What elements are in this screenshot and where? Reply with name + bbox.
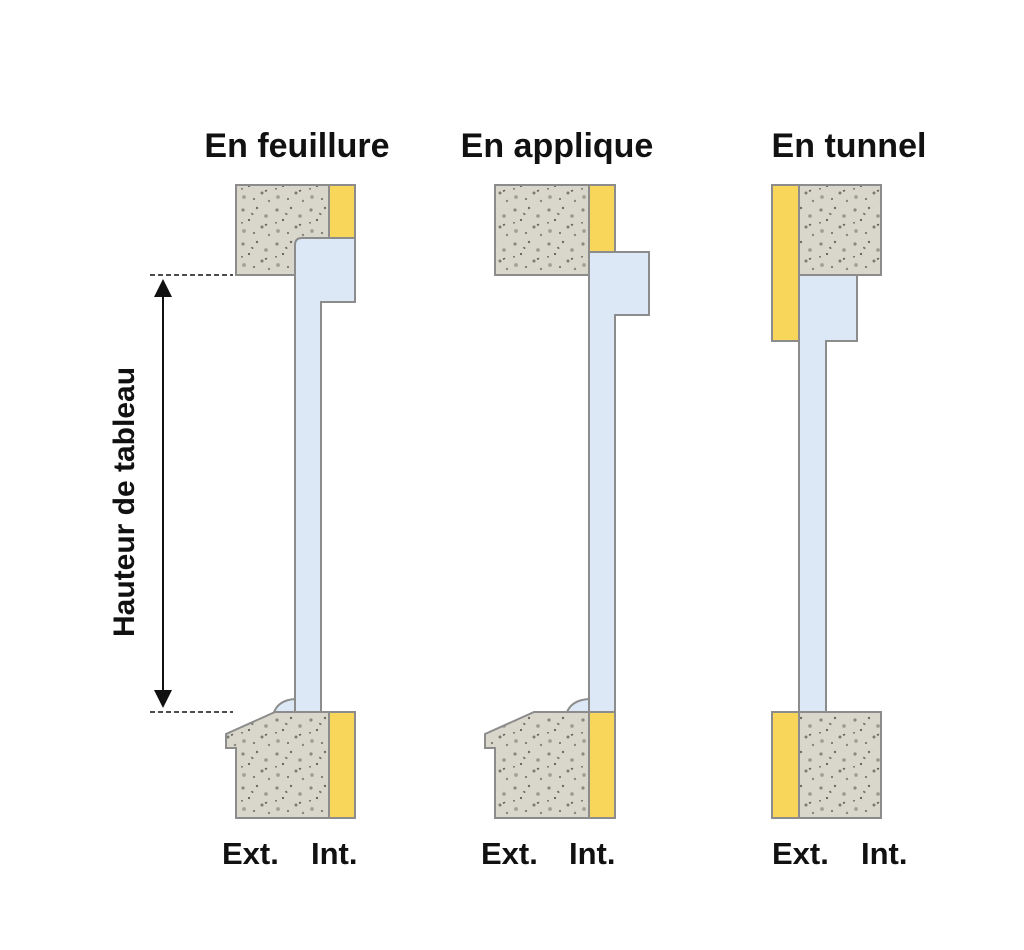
panel-en-applique: En applique Ext. Int. [461, 127, 654, 871]
ext-label: Ext. [772, 836, 829, 871]
top-insulation [588, 184, 616, 253]
panel-title: En feuillure [204, 127, 389, 165]
window-frame [294, 237, 356, 713]
frame-drip [565, 697, 590, 713]
top-masonry-block [494, 184, 590, 276]
bottom-insulation [771, 711, 800, 819]
window-frame [588, 251, 650, 713]
top-masonry-block [798, 184, 882, 276]
window-frame [798, 274, 858, 713]
int-label: Int. [861, 836, 908, 871]
bottom-masonry-block [798, 711, 882, 819]
ext-label: Ext. [222, 836, 279, 871]
bottom-masonry-sill [225, 711, 330, 819]
top-insulation [328, 184, 356, 239]
bottom-insulation [588, 711, 616, 819]
int-label: Int. [311, 836, 358, 871]
dimension-hauteur-de-tableau: Hauteur de tableau [108, 274, 233, 713]
dimension-label: Hauteur de tableau [108, 367, 141, 637]
panel-title: En applique [461, 127, 654, 165]
frame-drip [272, 697, 296, 713]
bottom-insulation [328, 711, 356, 819]
top-insulation [771, 184, 800, 342]
dimension-arrow-up-icon [154, 279, 172, 297]
ext-label: Ext. [481, 836, 538, 871]
bottom-masonry-sill [484, 711, 590, 819]
dimension-arrow-down-icon [154, 690, 172, 708]
panel-title: En tunnel [772, 127, 927, 165]
panel-en-tunnel: En tunnel Ext. Int. [771, 127, 927, 871]
int-label: Int. [569, 836, 616, 871]
panel-en-feuillure: En feuillure Ext. Int. [204, 127, 389, 871]
